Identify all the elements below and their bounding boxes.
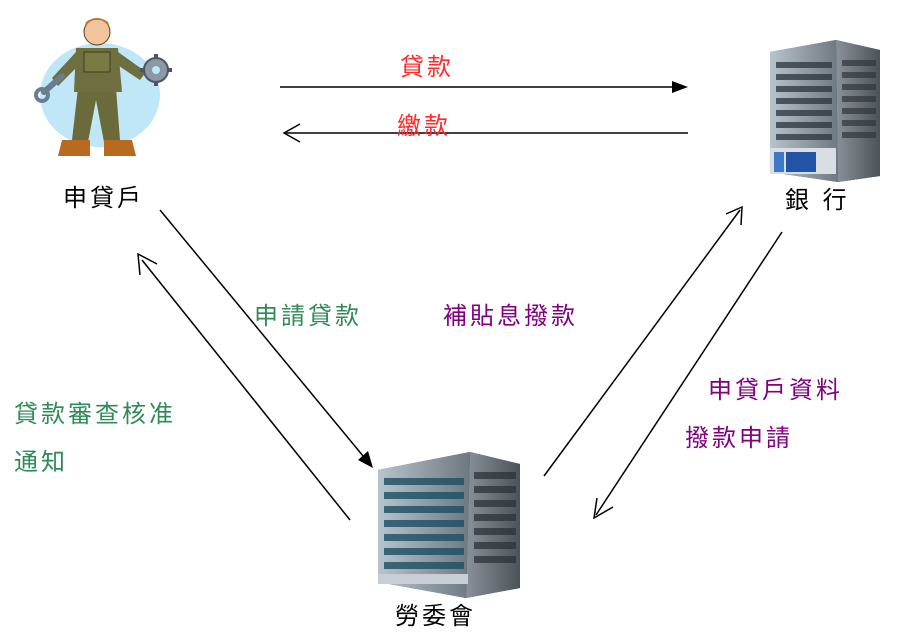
arrowhead-apply (358, 451, 373, 468)
arrowhead-request (593, 497, 614, 520)
edge-label-approval-line2: 通知 (14, 448, 68, 476)
applicant-label: 申貸戶 (63, 184, 144, 212)
arrowhead-subsidy (725, 205, 743, 226)
arrowhead-repay (282, 123, 301, 143)
edge-label-request-line2: 撥款申請 (685, 424, 793, 452)
edge-label-subsidy: 補貼息撥款 (443, 302, 578, 330)
worker-with-tools-icon (34, 18, 172, 156)
arrow-approval (141, 259, 351, 521)
council-label: 勞委會 (395, 602, 476, 630)
edge-label-repay: 繳款 (397, 112, 451, 140)
edge-label-request-line1: 申貸戶資料 (708, 376, 843, 404)
government-office-building-icon (378, 452, 520, 598)
edge-label-apply: 申請貸款 (254, 302, 362, 330)
arrow-subsidy (543, 209, 741, 477)
arrow-request (595, 231, 783, 516)
arrowhead-loan (672, 81, 688, 93)
edge-label-loan: 貸款 (400, 53, 454, 81)
arrow-apply (159, 209, 369, 463)
bank-building-icon (770, 40, 880, 182)
arrows (137, 81, 783, 521)
arrowhead-approval (137, 252, 158, 276)
edge-label-approval-line1: 貸款審查核准 (14, 400, 176, 428)
bank-label: 銀 行 (785, 186, 850, 214)
